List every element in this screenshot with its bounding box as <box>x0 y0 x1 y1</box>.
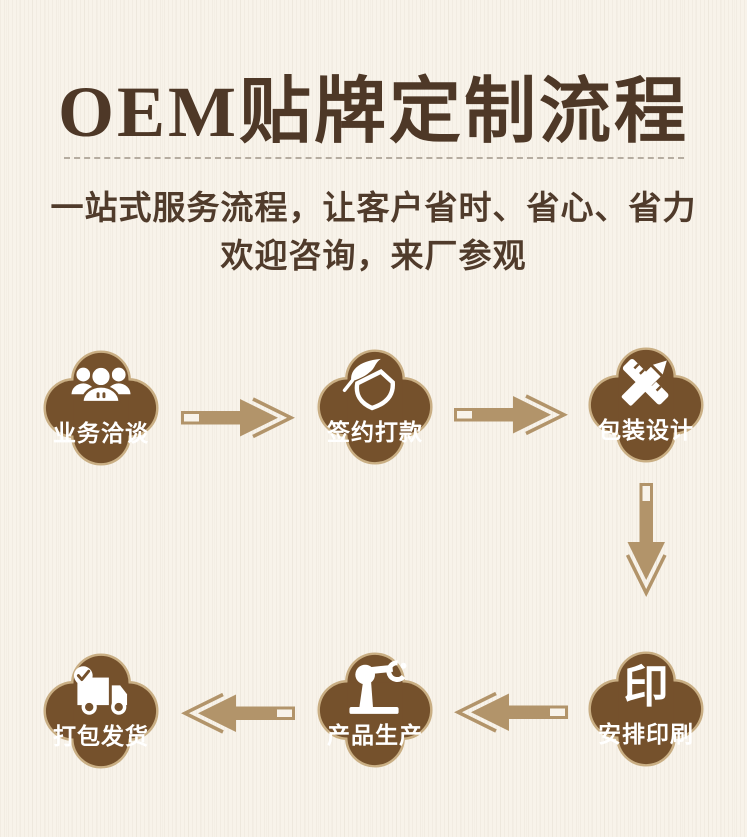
flow-step-label: 包装设计 <box>598 416 694 443</box>
quatrefoil-shape <box>314 651 436 769</box>
arrow-right-icon <box>451 393 571 437</box>
arrow-left-icon <box>451 690 571 734</box>
arrow-right-icon <box>178 396 298 440</box>
quatrefoil-shape <box>314 348 436 466</box>
flow-step-pack-ship: 打包发货 <box>40 652 162 770</box>
flow-step-label: 业务洽谈 <box>53 419 149 446</box>
flow-step-label: 签约打款 <box>327 418 423 445</box>
quatrefoil-shape <box>40 652 162 770</box>
flow-step-label: 安排印刷 <box>598 720 694 747</box>
flow-step-business-negotiation: 业务洽谈 <box>40 349 162 467</box>
flow-step-label: 产品生产 <box>327 721 423 748</box>
flow-step-arrange-printing: 印 安排印刷 <box>585 650 707 768</box>
subtitle-line-2: 欢迎咨询，来厂参观 <box>220 239 527 275</box>
page-title: OEM贴牌定制流程 <box>58 72 689 152</box>
subtitle-line-1: 一站式服务流程，让客户省时、省心、省力 <box>50 191 697 227</box>
flow-step-package-design: 包装设计 <box>585 346 707 464</box>
flow-step-product-production: 产品生产 <box>314 651 436 769</box>
quatrefoil-shape <box>40 349 162 467</box>
flow-step-contract-payment: 签约打款 <box>314 348 436 466</box>
arrow-down-icon <box>624 480 668 600</box>
print-stamp-icon: 印 <box>623 662 668 712</box>
quatrefoil-shape <box>585 346 707 464</box>
robot-arm-icon <box>349 660 407 714</box>
people-icon <box>71 365 131 404</box>
pencil-ruler-icon <box>621 358 669 406</box>
arrow-left-icon <box>178 691 298 735</box>
delivery-truck-icon <box>73 666 128 715</box>
dashed-divider <box>64 157 684 159</box>
quill-signing-icon <box>342 358 395 411</box>
svg-text:印: 印 <box>623 662 668 712</box>
flow-step-label: 打包发货 <box>53 722 149 749</box>
quatrefoil-shape: 印 <box>585 650 707 768</box>
